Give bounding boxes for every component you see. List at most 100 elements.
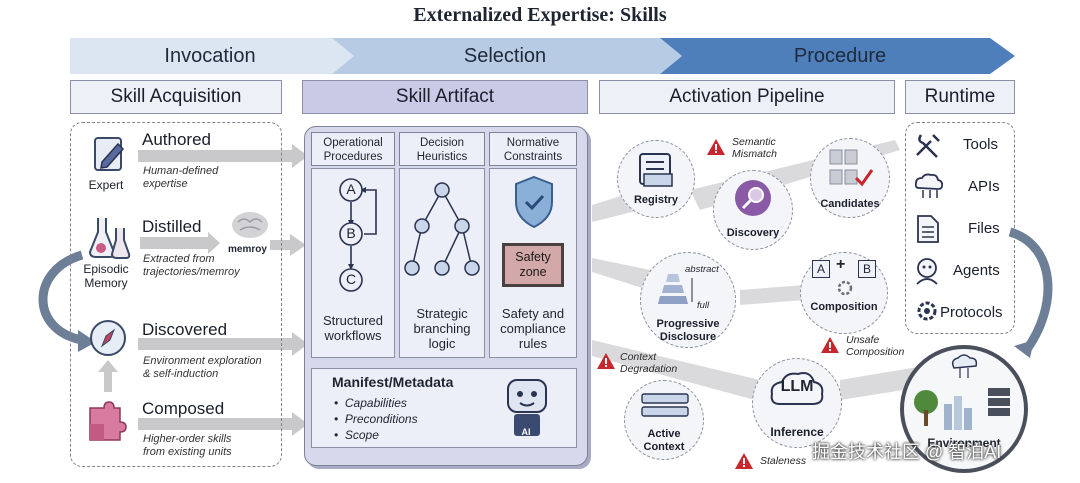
composed-desc-2: from existing units (143, 446, 232, 458)
tools-icon (916, 134, 940, 158)
col-header-decision-1: Decision (419, 137, 465, 149)
col-decision-desc-2: branching (413, 321, 471, 336)
robot-icon (507, 379, 547, 436)
candidates-icon (829, 149, 874, 187)
arrow-composed (138, 412, 308, 436)
authored-desc-1: Human-defined (143, 165, 219, 177)
abstract-label: abstract (685, 264, 719, 275)
discovered-desc-2: & self-induction (143, 368, 219, 380)
arrow-authored (138, 144, 308, 168)
inference-label: Inference (770, 425, 824, 439)
progressive-label-2: Disclosure (659, 331, 717, 343)
safety-zone-2: zone (519, 265, 547, 279)
workflow-diagram (339, 178, 377, 292)
file-icon (917, 215, 939, 243)
discovery-label: Discovery (726, 227, 780, 239)
distilled-desc-1: Extracted from (143, 253, 215, 265)
environment-scene-icon (914, 354, 1010, 430)
runtime-apis: APIs (968, 178, 1000, 195)
stage-arrow-selection (332, 38, 682, 74)
gear-icon (837, 280, 853, 296)
col-decision-desc-1: Strategic (416, 306, 468, 321)
expert-pen-icon (94, 137, 125, 171)
stage-arrow-band (70, 38, 1015, 74)
warning-unsafe-1: Unsafe (846, 334, 880, 346)
curve-episodic-discovered (38, 250, 84, 345)
col-header-operational: Operational Procedures (311, 132, 395, 166)
composed-desc-1: Higher-order skills (143, 433, 232, 445)
col-operational-desc-2: workflows (324, 328, 382, 343)
header-skill-acquisition: Skill Acquisition (70, 80, 282, 114)
col-header-operational-2: Procedures (323, 151, 383, 163)
node-a: A (346, 181, 356, 197)
manifest-item: • Scope (334, 428, 379, 442)
decision-tree-icon (404, 182, 480, 276)
col-header-decision: Decision Heuristics (399, 132, 485, 166)
runtime-protocols: Protocols (940, 304, 1003, 321)
comp-box-b: B (858, 260, 876, 278)
curve-runtime-arrowhead (1014, 340, 1034, 358)
warning-semantic-2: Mismatch (732, 148, 777, 160)
stage-invocation: Invocation (164, 45, 256, 67)
progressive-label-1: Progressive (656, 318, 720, 330)
node-c: C (345, 271, 357, 287)
composition-label: Composition (810, 301, 878, 313)
protocol-gear-icon (917, 301, 937, 321)
registry-icon (639, 153, 673, 187)
distilled-desc-2: trajectories/memroy (143, 266, 240, 278)
warning-context-2: Degradation (620, 363, 678, 375)
warning-semantic-1: Semantic (732, 136, 776, 148)
col-header-normative-2: Constraints (503, 151, 563, 163)
stage-procedure: Procedure (793, 45, 887, 67)
expert-label: Expert (88, 178, 124, 192)
flow-composition (740, 285, 805, 305)
node-b: B (346, 225, 356, 241)
runtime-files: Files (968, 220, 1000, 237)
agents-icon (916, 258, 938, 285)
compass-icon (90, 320, 126, 356)
runtime-agents: Agents (953, 262, 1000, 279)
col-normative-desc-2: compliance (500, 321, 566, 336)
runtime-tools: Tools (963, 136, 999, 153)
progressive-circle (640, 252, 736, 348)
authored-desc-2: expertise (143, 178, 188, 190)
col-header-decision-2: Heuristics (416, 151, 468, 163)
warning-icon-unsafe (821, 337, 839, 353)
composed-title: Composed (142, 399, 225, 418)
manifest-title: Manifest/Metadata (332, 374, 454, 390)
warning-icon-staleness (735, 453, 753, 469)
col-header-normative: Normative Constraints (489, 132, 577, 166)
brain-icon (232, 212, 268, 238)
progressive-label: Progressive Disclosure (640, 318, 736, 344)
active-context-circle (624, 380, 704, 460)
arrow-distilled (140, 232, 220, 254)
header-activation-pipeline: Activation Pipeline (599, 80, 895, 114)
llm-label: LLM (780, 378, 814, 395)
skill-acquisition-panel (70, 122, 282, 467)
distilled-title: Distilled (142, 217, 202, 236)
full-label: full (697, 300, 710, 311)
col-header-operational-1: Operational (323, 137, 383, 149)
warning-context-1: Context (620, 351, 657, 363)
flask-icon (88, 218, 131, 259)
pyramid-icon (658, 274, 693, 304)
stage-arrow-invocation (70, 38, 354, 74)
warning-icon-semantic (707, 139, 725, 155)
discovered-title: Discovered (142, 320, 228, 339)
context-bars-icon (641, 393, 689, 417)
stage-selection: Selection (463, 45, 547, 67)
col-normative-desc-3: rules (518, 336, 548, 351)
safety-zone-1: Safety (515, 250, 551, 264)
candidates-label: Candidates (820, 198, 880, 210)
discovered-desc-1: Environment exploration (143, 355, 262, 367)
comp-plus: + (836, 256, 846, 273)
curve-arrowhead (78, 330, 96, 352)
llm-cloud-icon (770, 372, 824, 405)
memory-label: memroy (228, 244, 267, 255)
col-header-normative-1: Normative (506, 137, 560, 149)
arrow-discovered (138, 332, 308, 356)
col-operational-desc-1: Structured (323, 313, 383, 328)
episodic-label-2: Memory (84, 276, 128, 290)
stage-arrow-procedure (660, 38, 1015, 74)
registry-label: Registry (633, 194, 679, 206)
